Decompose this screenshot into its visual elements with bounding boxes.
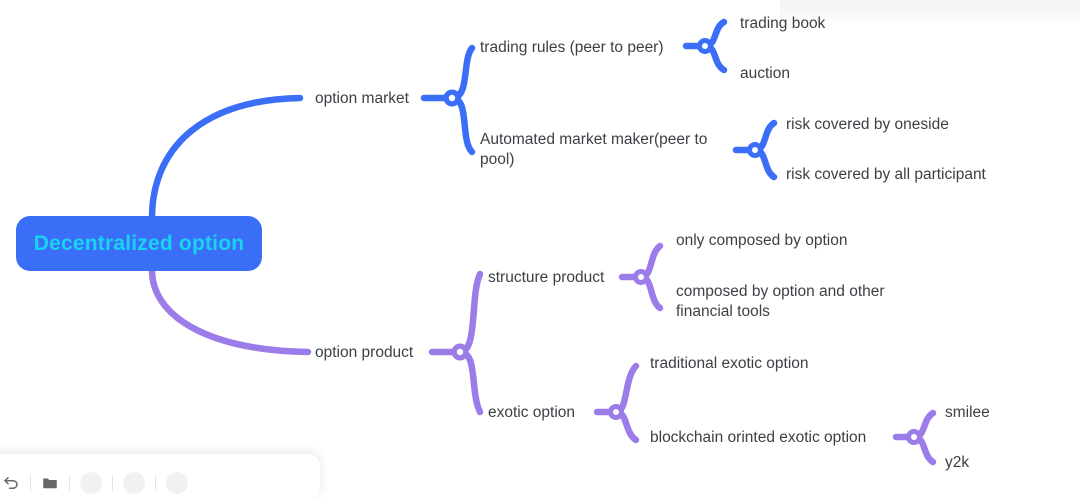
node-composed-by-option-and-other-financial-tools[interactable]: composed by option and other financial t… bbox=[676, 283, 885, 320]
node-risk-covered-all-participant[interactable]: risk covered by all participant bbox=[786, 166, 986, 183]
node-trading-rules[interactable]: trading rules (peer to peer) bbox=[480, 39, 664, 56]
folder-icon[interactable] bbox=[41, 474, 59, 492]
node-exotic-option[interactable]: exotic option bbox=[488, 404, 576, 421]
mindmap-root-node[interactable]: Decentralized option bbox=[16, 216, 262, 271]
toolbar-separator bbox=[69, 475, 70, 491]
node-risk-covered-oneside[interactable]: risk covered by oneside bbox=[786, 116, 949, 133]
undo-icon[interactable] bbox=[2, 474, 20, 492]
toolbar-items bbox=[2, 472, 188, 494]
toolbar-separator bbox=[112, 475, 113, 491]
node-automated-market-maker[interactable]: Automated market maker(peer to pool) bbox=[480, 131, 708, 168]
node-blockchain-orinted-exotic-option[interactable]: blockchain orinted exotic option bbox=[650, 429, 867, 446]
node-only-composed-by-option[interactable]: only composed by option bbox=[676, 232, 848, 249]
node-traditional-exotic-option[interactable]: traditional exotic option bbox=[650, 355, 809, 372]
more-icon[interactable] bbox=[166, 472, 188, 494]
node-trading-book[interactable]: trading book bbox=[740, 15, 826, 32]
bottom-toolbar[interactable] bbox=[0, 454, 320, 500]
node-option-product[interactable]: option product bbox=[315, 344, 414, 361]
node-structure-product[interactable]: structure product bbox=[488, 269, 605, 286]
node-smilee[interactable]: smilee bbox=[945, 404, 990, 421]
toolbar-separator bbox=[155, 475, 156, 491]
node-option-market[interactable]: option market bbox=[315, 90, 409, 107]
node-y2k[interactable]: y2k bbox=[945, 454, 970, 471]
text-icon[interactable] bbox=[123, 472, 145, 494]
panel-edge-shade bbox=[780, 0, 1080, 26]
root-node-label: Decentralized option bbox=[33, 231, 245, 255]
node-auction[interactable]: auction bbox=[740, 65, 790, 82]
toolbar-separator bbox=[30, 475, 31, 491]
shape-icon[interactable] bbox=[80, 472, 102, 494]
